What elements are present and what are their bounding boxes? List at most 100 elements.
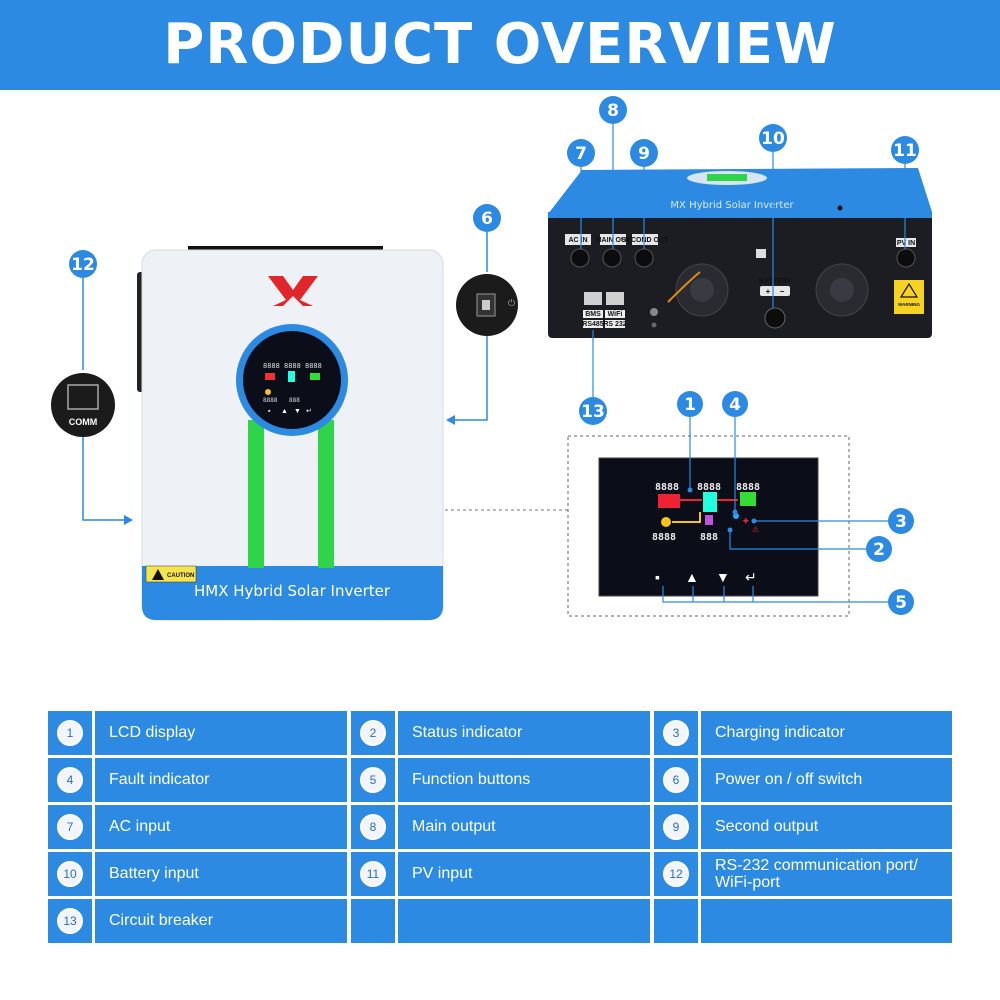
lcd-small-yellow-icon bbox=[265, 389, 271, 395]
callout-badge-7 bbox=[567, 139, 595, 167]
callout-8-group: 8 bbox=[599, 96, 627, 249]
table-number-cell: 4 bbox=[48, 758, 92, 802]
page-title: PRODUCT OVERVIEW bbox=[163, 12, 837, 77]
lcd-up-button-icon: ▲ bbox=[685, 569, 699, 585]
battery-minus-icon: − bbox=[780, 287, 785, 296]
rs232-label-plate bbox=[605, 320, 625, 328]
table-number-cell: 12 bbox=[654, 852, 698, 896]
fan-hub-left bbox=[690, 278, 714, 302]
callout-6-group: 6 ⏻ bbox=[446, 204, 518, 425]
top-screw bbox=[837, 205, 843, 211]
battery-input-port bbox=[764, 307, 786, 329]
table-number-badge: 10 bbox=[57, 861, 83, 887]
callout-10-group: 10 bbox=[759, 124, 787, 308]
rs485-label: RS485 bbox=[582, 321, 604, 328]
fan-wire bbox=[667, 271, 701, 303]
lcd-detail-frame bbox=[567, 435, 850, 617]
callout-badge-3 bbox=[888, 508, 914, 534]
table-number-cell: 7 bbox=[48, 805, 92, 849]
battery-plus-icon: + bbox=[766, 287, 771, 296]
rs232-label: RS 232 bbox=[603, 321, 626, 328]
callout-badge-9 bbox=[630, 139, 658, 167]
callout-badge-10 bbox=[759, 124, 787, 152]
battery-label: BATTERY bbox=[759, 278, 792, 285]
table-number-cell: 2 bbox=[351, 711, 395, 755]
second-out-label: SECOND OUT bbox=[622, 237, 669, 244]
callout-5-group: 5 bbox=[662, 586, 914, 615]
bms-label: BMS bbox=[585, 311, 601, 318]
callout-badge-11 bbox=[891, 136, 919, 164]
small-enter-button-icon: ↵ bbox=[306, 408, 312, 415]
lcd-status-indicator-icon bbox=[733, 513, 739, 519]
table-number-badge: 9 bbox=[663, 814, 689, 840]
callout-badge-12 bbox=[69, 250, 97, 278]
table-text-cell: AC input bbox=[95, 805, 347, 849]
lcd-small-cyan-icon bbox=[288, 371, 295, 382]
table-text-cell: RS-232 communication port/ WiFi-port bbox=[701, 852, 952, 896]
brand-logo-icon bbox=[268, 276, 318, 306]
lcd-solar-flow-line bbox=[672, 512, 701, 523]
warning-triangle-icon bbox=[899, 282, 919, 298]
pv-in-label: PV IN bbox=[897, 240, 915, 247]
warning-text: WARNING bbox=[898, 302, 920, 307]
second-out-label-plate bbox=[632, 234, 658, 245]
front-blue-band bbox=[142, 566, 443, 620]
small-up-button-icon: ▲ bbox=[281, 408, 288, 415]
battery-small-label bbox=[756, 249, 766, 258]
green-strip-right bbox=[318, 420, 334, 568]
main-output-port bbox=[602, 248, 622, 268]
lcd-solar-icon bbox=[661, 517, 671, 527]
ground-screw bbox=[650, 308, 658, 316]
power-symbol-icon: ⏻ bbox=[508, 298, 515, 308]
callout-3-group: 3 bbox=[751, 508, 914, 534]
callout-2-dot bbox=[727, 527, 733, 533]
product-illustration: HMX Hybrid Solar Inverter CAUTION 8888 8… bbox=[51, 96, 932, 621]
lcd-small-digits-5: 888 bbox=[289, 397, 300, 404]
callout-badge-5 bbox=[888, 589, 914, 615]
table-text-cell: Power on / off switch bbox=[701, 758, 952, 802]
bottom-panel bbox=[548, 212, 932, 338]
callout-3-dot bbox=[751, 518, 757, 524]
lcd-digits-1: 8888 bbox=[655, 482, 679, 493]
callout-4-dot bbox=[732, 509, 738, 515]
ac-in-label-plate bbox=[565, 234, 591, 245]
callout-12-arrow-icon bbox=[124, 515, 133, 525]
callout-5-line bbox=[662, 586, 888, 603]
front-product-label: HMX Hybrid Solar Inverter bbox=[194, 582, 391, 600]
callout-number-5: 5 bbox=[895, 593, 907, 613]
table-text-cell: Second output bbox=[701, 805, 952, 849]
table-text-cell bbox=[701, 899, 952, 943]
callout-badge-6 bbox=[473, 204, 501, 232]
callout-number-9: 9 bbox=[638, 144, 650, 164]
comm-port-closeup bbox=[51, 373, 115, 437]
table-number-cell bbox=[351, 899, 395, 943]
battery-polarity-plate bbox=[760, 286, 790, 296]
callout-number-4: 4 bbox=[729, 395, 741, 415]
callout-badge-8 bbox=[599, 96, 627, 124]
bottom-panel-edge bbox=[548, 212, 932, 218]
lcd-digits-2: 8888 bbox=[697, 482, 721, 493]
ac-input-port bbox=[570, 248, 590, 268]
callout-number-7: 7 bbox=[575, 144, 587, 164]
callout-6-line-bottom bbox=[452, 336, 488, 421]
table-text-cell: Fault indicator bbox=[95, 758, 347, 802]
callout-number-3: 3 bbox=[895, 512, 907, 532]
table-number-badge: 13 bbox=[57, 908, 83, 934]
table-number-cell: 13 bbox=[48, 899, 92, 943]
table-number-badge: 11 bbox=[360, 861, 386, 887]
table-number-badge: 4 bbox=[57, 767, 83, 793]
callout-number-1: 1 bbox=[684, 395, 696, 415]
table-number-cell: 5 bbox=[351, 758, 395, 802]
table-number-badge: 6 bbox=[663, 767, 689, 793]
callout-1-dot bbox=[687, 487, 693, 493]
bms-port bbox=[584, 292, 602, 305]
table-number-cell bbox=[654, 899, 698, 943]
wifi-label: WiFi bbox=[608, 311, 623, 318]
callout-11-group: 11 bbox=[891, 136, 919, 249]
callout-2-group: 2 bbox=[727, 527, 892, 562]
callout-number-2: 2 bbox=[873, 540, 885, 560]
lcd-digits-4: 8888 bbox=[652, 532, 676, 543]
callout-9-group: 9 bbox=[630, 139, 658, 249]
inverter-back-view: MX Hybrid Solar Inverter AC IN MAIN OUT … bbox=[548, 168, 932, 338]
